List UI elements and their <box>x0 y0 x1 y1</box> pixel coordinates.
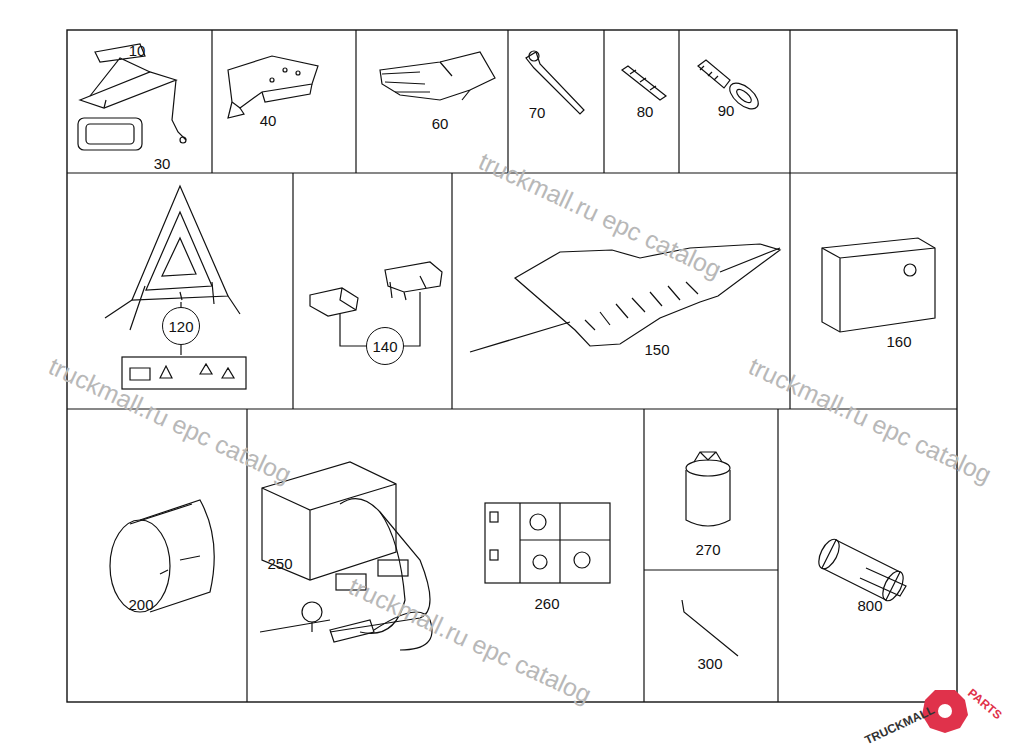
callout-number: 10 <box>129 43 146 58</box>
callout-number: 200 <box>128 597 153 612</box>
callout-number: 140 <box>372 339 397 354</box>
watermark: truckmall.ru epc catalog <box>745 353 995 487</box>
callout-circle: 140 <box>366 327 404 365</box>
callout-circle: 120 <box>162 307 200 345</box>
callout-number: 250 <box>267 556 292 571</box>
watermark: truckmall.ru epc catalog <box>475 148 725 282</box>
callout-number: 120 <box>168 319 193 334</box>
callout-number: 800 <box>857 598 882 613</box>
watermark: truckmall.ru epc catalog <box>45 353 295 487</box>
callout-number: 90 <box>718 103 735 118</box>
logo-text: PARTS <box>966 687 1004 722</box>
callout-number: 150 <box>644 342 669 357</box>
callout-number: 40 <box>260 113 277 128</box>
callout-number: 160 <box>886 334 911 349</box>
callout-number: 80 <box>637 104 654 119</box>
callout-number: 270 <box>695 542 720 557</box>
callout-number: 260 <box>534 596 559 611</box>
logo-text: TRUCKMALL <box>863 704 936 747</box>
callout-number: 60 <box>432 116 449 131</box>
callout-number: 300 <box>697 656 722 671</box>
callout-number: 70 <box>529 105 546 120</box>
watermark: truckmall.ru epc catalog <box>345 573 595 707</box>
callout-number: 30 <box>154 156 171 171</box>
